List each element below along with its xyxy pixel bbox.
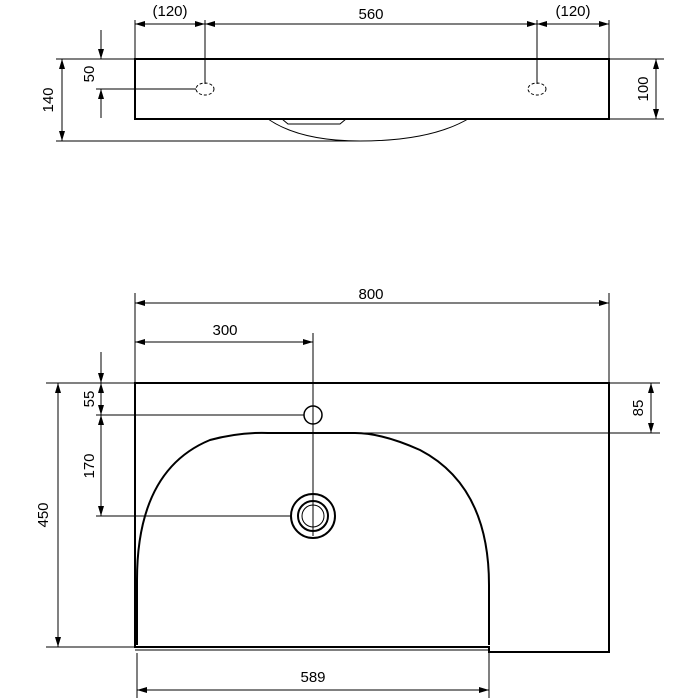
side-view-drain: [281, 118, 347, 125]
dim-right-height: 100: [635, 76, 652, 101]
side-view-hole-left: [195, 82, 215, 96]
dim-tap-to-drain: 170: [81, 453, 98, 478]
side-view-body: [134, 58, 610, 120]
side-view-bowl: [267, 118, 469, 142]
dim-total-depth: 450: [35, 502, 52, 527]
dim-tap-offset: 300: [212, 322, 237, 339]
top-view-bowl: [136, 431, 490, 645]
dim-hole-spacing: 560: [358, 6, 383, 23]
dim-left-offset: (120): [152, 3, 187, 20]
dim-hole-height: 50: [81, 66, 98, 83]
dim-bowl-width: 589: [300, 669, 325, 686]
dim-right-offset: (120): [555, 3, 590, 20]
top-view: 800 300 450 55 170 85 589: [35, 286, 660, 698]
top-view-outline: [134, 382, 610, 653]
side-view: (120) 560 (120) 140 50 100: [40, 3, 664, 142]
side-view-hole-right: [527, 82, 547, 96]
dim-tap-to-edge: 55: [81, 391, 98, 408]
dim-total-height: 140: [40, 87, 57, 112]
dim-right-edge-depth: 85: [630, 400, 647, 417]
dim-total-width: 800: [358, 286, 383, 303]
